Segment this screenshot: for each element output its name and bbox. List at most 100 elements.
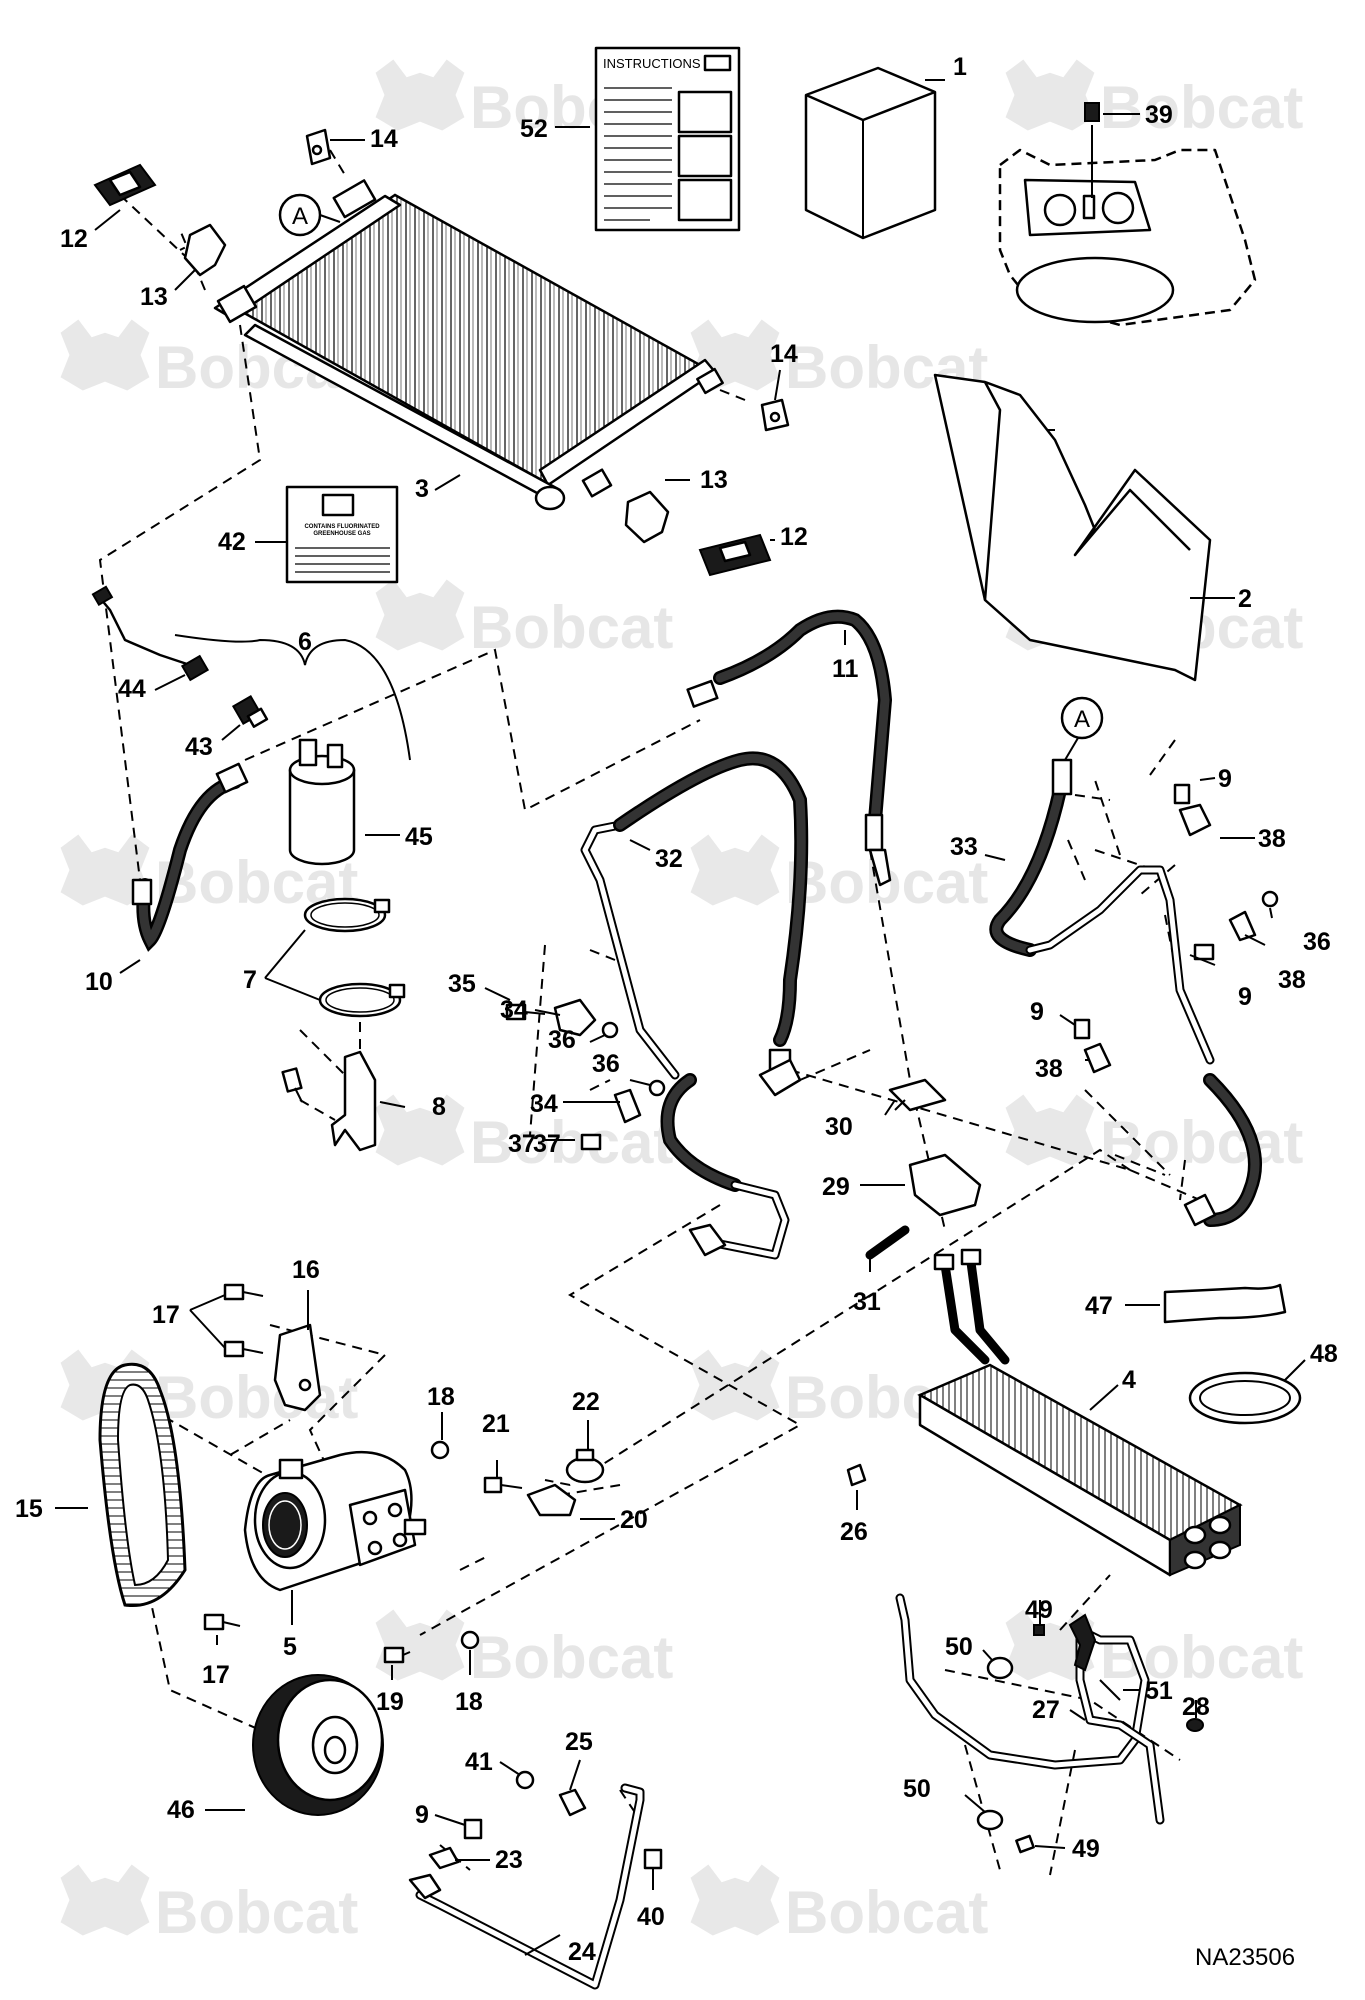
callout: 17 (202, 1635, 230, 1689)
callout-label: 38 (1258, 825, 1286, 853)
receiver-drier-part-45 (288, 738, 356, 866)
bolt-part-9 (1073, 1018, 1091, 1040)
box-part-1 (804, 66, 937, 240)
isolator-part-12 (698, 533, 772, 577)
callout-label: 9 (1238, 983, 1252, 1011)
cap-part-28 (1186, 1718, 1204, 1732)
callout-label: 19 (376, 1688, 404, 1716)
compressor-part-5 (243, 1450, 427, 1592)
callout-label: 34 (500, 996, 528, 1024)
callout-label: 43 (185, 733, 213, 761)
bracket-part-8 (330, 1050, 377, 1152)
clip-part-34 (553, 998, 597, 1037)
callout: 37 (508, 1130, 575, 1158)
clamp-part-22 (565, 1448, 605, 1484)
callout: 1 (925, 53, 967, 81)
callout: 50 (945, 1633, 993, 1661)
watermark-text: Bobcat (470, 1109, 673, 1176)
bolt-part-35 (505, 1003, 546, 1021)
callout-label: 7 (243, 966, 257, 994)
callout-label: 45 (405, 823, 433, 851)
clip-part-25 (558, 1788, 587, 1817)
callout-label: 42 (218, 528, 246, 556)
instructions-title: INSTRUCTIONS (603, 56, 701, 71)
bolt-part-9 (1173, 783, 1191, 805)
seal-part-48 (1188, 1371, 1302, 1425)
callout-label: 2 (1238, 585, 1252, 613)
callout: 49 (1034, 1835, 1100, 1863)
callout: 31 (853, 1255, 881, 1316)
callout: 23 (455, 1846, 523, 1874)
callout: 46 (167, 1796, 245, 1824)
watermark-text: Bobcat (155, 1364, 358, 1431)
callout: 24 (524, 1934, 596, 1966)
callout: 43 (185, 724, 241, 761)
watermark: Bobcat (1005, 59, 1303, 141)
clip-part-38 (1228, 910, 1257, 942)
callout: 29 (822, 1173, 905, 1201)
callout: 48 (1284, 1340, 1338, 1381)
reference-balloon: A (278, 193, 341, 237)
callout-label: 50 (945, 1633, 973, 1661)
decal-heading: GREENHOUSE GAS (313, 531, 370, 537)
callout-label: 36 (548, 1026, 576, 1054)
callout: 7 (243, 929, 321, 1001)
callout: 52 (520, 115, 590, 143)
bolt-part-17 (223, 1340, 264, 1358)
callout-label: 15 (15, 1495, 43, 1523)
callout: 14 (770, 340, 798, 401)
callout-label: 27 (1032, 1696, 1060, 1724)
callout-label: 37 (508, 1130, 536, 1158)
bracket-part-14 (760, 398, 790, 432)
callout-label: 23 (495, 1846, 523, 1874)
callout-label: 25 (565, 1728, 593, 1756)
callout-label: 10 (85, 968, 113, 996)
callout-label: 13 (700, 466, 728, 494)
callout: 33 (950, 833, 1006, 861)
callout: 15 (15, 1495, 88, 1523)
callout-label: 30 (825, 1113, 853, 1141)
callout-label: 50 (903, 1775, 931, 1803)
callout: 38 (1035, 1055, 1090, 1083)
callout: 18 (455, 1650, 483, 1716)
clip-part-34 (613, 1088, 642, 1124)
watermark-text: Bobcat (1100, 1624, 1303, 1691)
callout: 38 (1244, 934, 1306, 994)
callout-label: 17 (152, 1301, 180, 1329)
clip-part-50 (976, 1809, 1004, 1831)
callout: 21 (482, 1410, 510, 1478)
bolt-part-31 (865, 1225, 910, 1260)
callout: 42 (218, 528, 287, 556)
callout-label: 38 (1278, 966, 1306, 994)
callout-label: 20 (620, 1506, 648, 1534)
callout: 14 (330, 125, 398, 153)
isolator-part-12 (93, 163, 157, 207)
callout: 5 (283, 1590, 297, 1661)
watermark: Bobcat (60, 1864, 358, 1946)
callout-label: 13 (140, 283, 168, 311)
callout: 50 (903, 1775, 986, 1813)
clip-part-38 (1178, 803, 1212, 837)
callout: 49 (1025, 1596, 1053, 1625)
callout-label: 49 (1072, 1835, 1100, 1863)
nut-part-36 (601, 1021, 619, 1039)
callout: 11 (832, 630, 859, 683)
callout-label: 8 (432, 1093, 446, 1121)
callout-label: 39 (1145, 101, 1173, 129)
duct-shield-part-2 (933, 373, 1212, 682)
callout-label: 21 (482, 1410, 510, 1438)
watermark-text: Bobcat (1100, 74, 1303, 141)
clip-part-13 (183, 223, 227, 277)
watermark: Bobcat (375, 1609, 673, 1691)
callout-label: 18 (455, 1688, 483, 1716)
callout: 51 (1123, 1677, 1173, 1705)
callout-label: 9 (415, 1801, 429, 1829)
watermark: Bobcat (1005, 1094, 1303, 1176)
callout: 34 (500, 996, 561, 1024)
watermark: Bobcat (690, 1864, 988, 1946)
callout: 44 (118, 674, 186, 703)
balloon-label: A (292, 203, 308, 230)
clip-part-13 (624, 490, 670, 544)
callout: 36 (548, 1026, 606, 1054)
